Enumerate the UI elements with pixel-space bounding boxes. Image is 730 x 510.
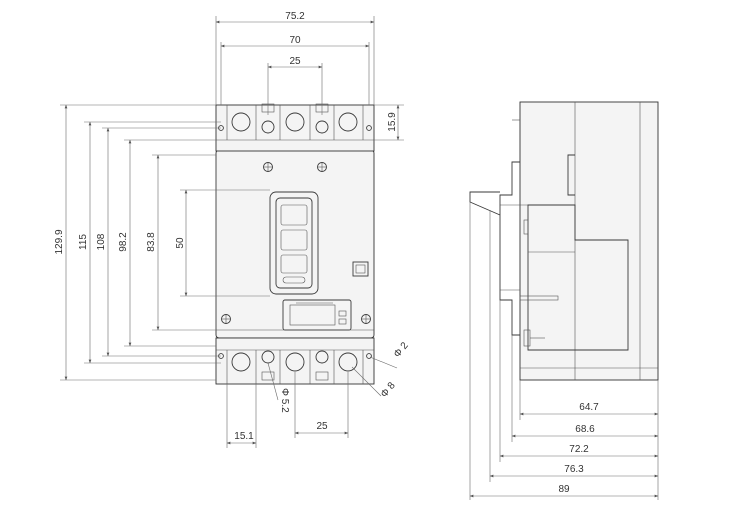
dim-108: 108 (96, 233, 107, 250)
dim-72-2: 72.2 (569, 444, 589, 455)
dim-25-top: 25 (289, 56, 301, 67)
dim-75-2: 75.2 (285, 11, 305, 22)
breaker-body (215, 149, 375, 339)
dim-15-1: 15.1 (234, 431, 254, 442)
dim-70: 70 (289, 35, 301, 46)
side-dimensions: 64.7 68.6 72.2 76.3 89 (469, 202, 659, 500)
side-body (519, 101, 659, 381)
side-view (469, 101, 659, 381)
dim-64-7: 64.7 (579, 402, 599, 413)
dim-25-bottom: 25 (316, 421, 328, 432)
dim-83-8: 83.8 (146, 232, 157, 252)
dim-15-9: 15.9 (387, 112, 398, 132)
bottom-terminal-holes (231, 350, 358, 381)
dim-129-9: 129.9 (54, 229, 65, 254)
dim-98-2: 98.2 (118, 232, 129, 252)
toggle-handle (269, 191, 319, 295)
dim-phi-8: Φ 8 (379, 380, 398, 400)
front-view (215, 103, 375, 385)
dim-phi-2: Φ 2 (392, 340, 411, 360)
cover-screws (221, 162, 371, 324)
top-terminal-block (215, 104, 375, 152)
dim-76-3: 76.3 (564, 464, 584, 475)
dim-50: 50 (175, 237, 186, 249)
nameplate (282, 299, 352, 331)
dim-115: 115 (78, 234, 89, 250)
dim-89: 89 (558, 484, 570, 495)
dim-phi-5-2: Φ 5.2 (279, 388, 290, 413)
dim-68-6: 68.6 (575, 424, 595, 435)
test-button (352, 261, 369, 277)
front-dimensions: 75.2 70 25 15.9 129.9 115 108 98.2 83.8 … (54, 11, 411, 448)
